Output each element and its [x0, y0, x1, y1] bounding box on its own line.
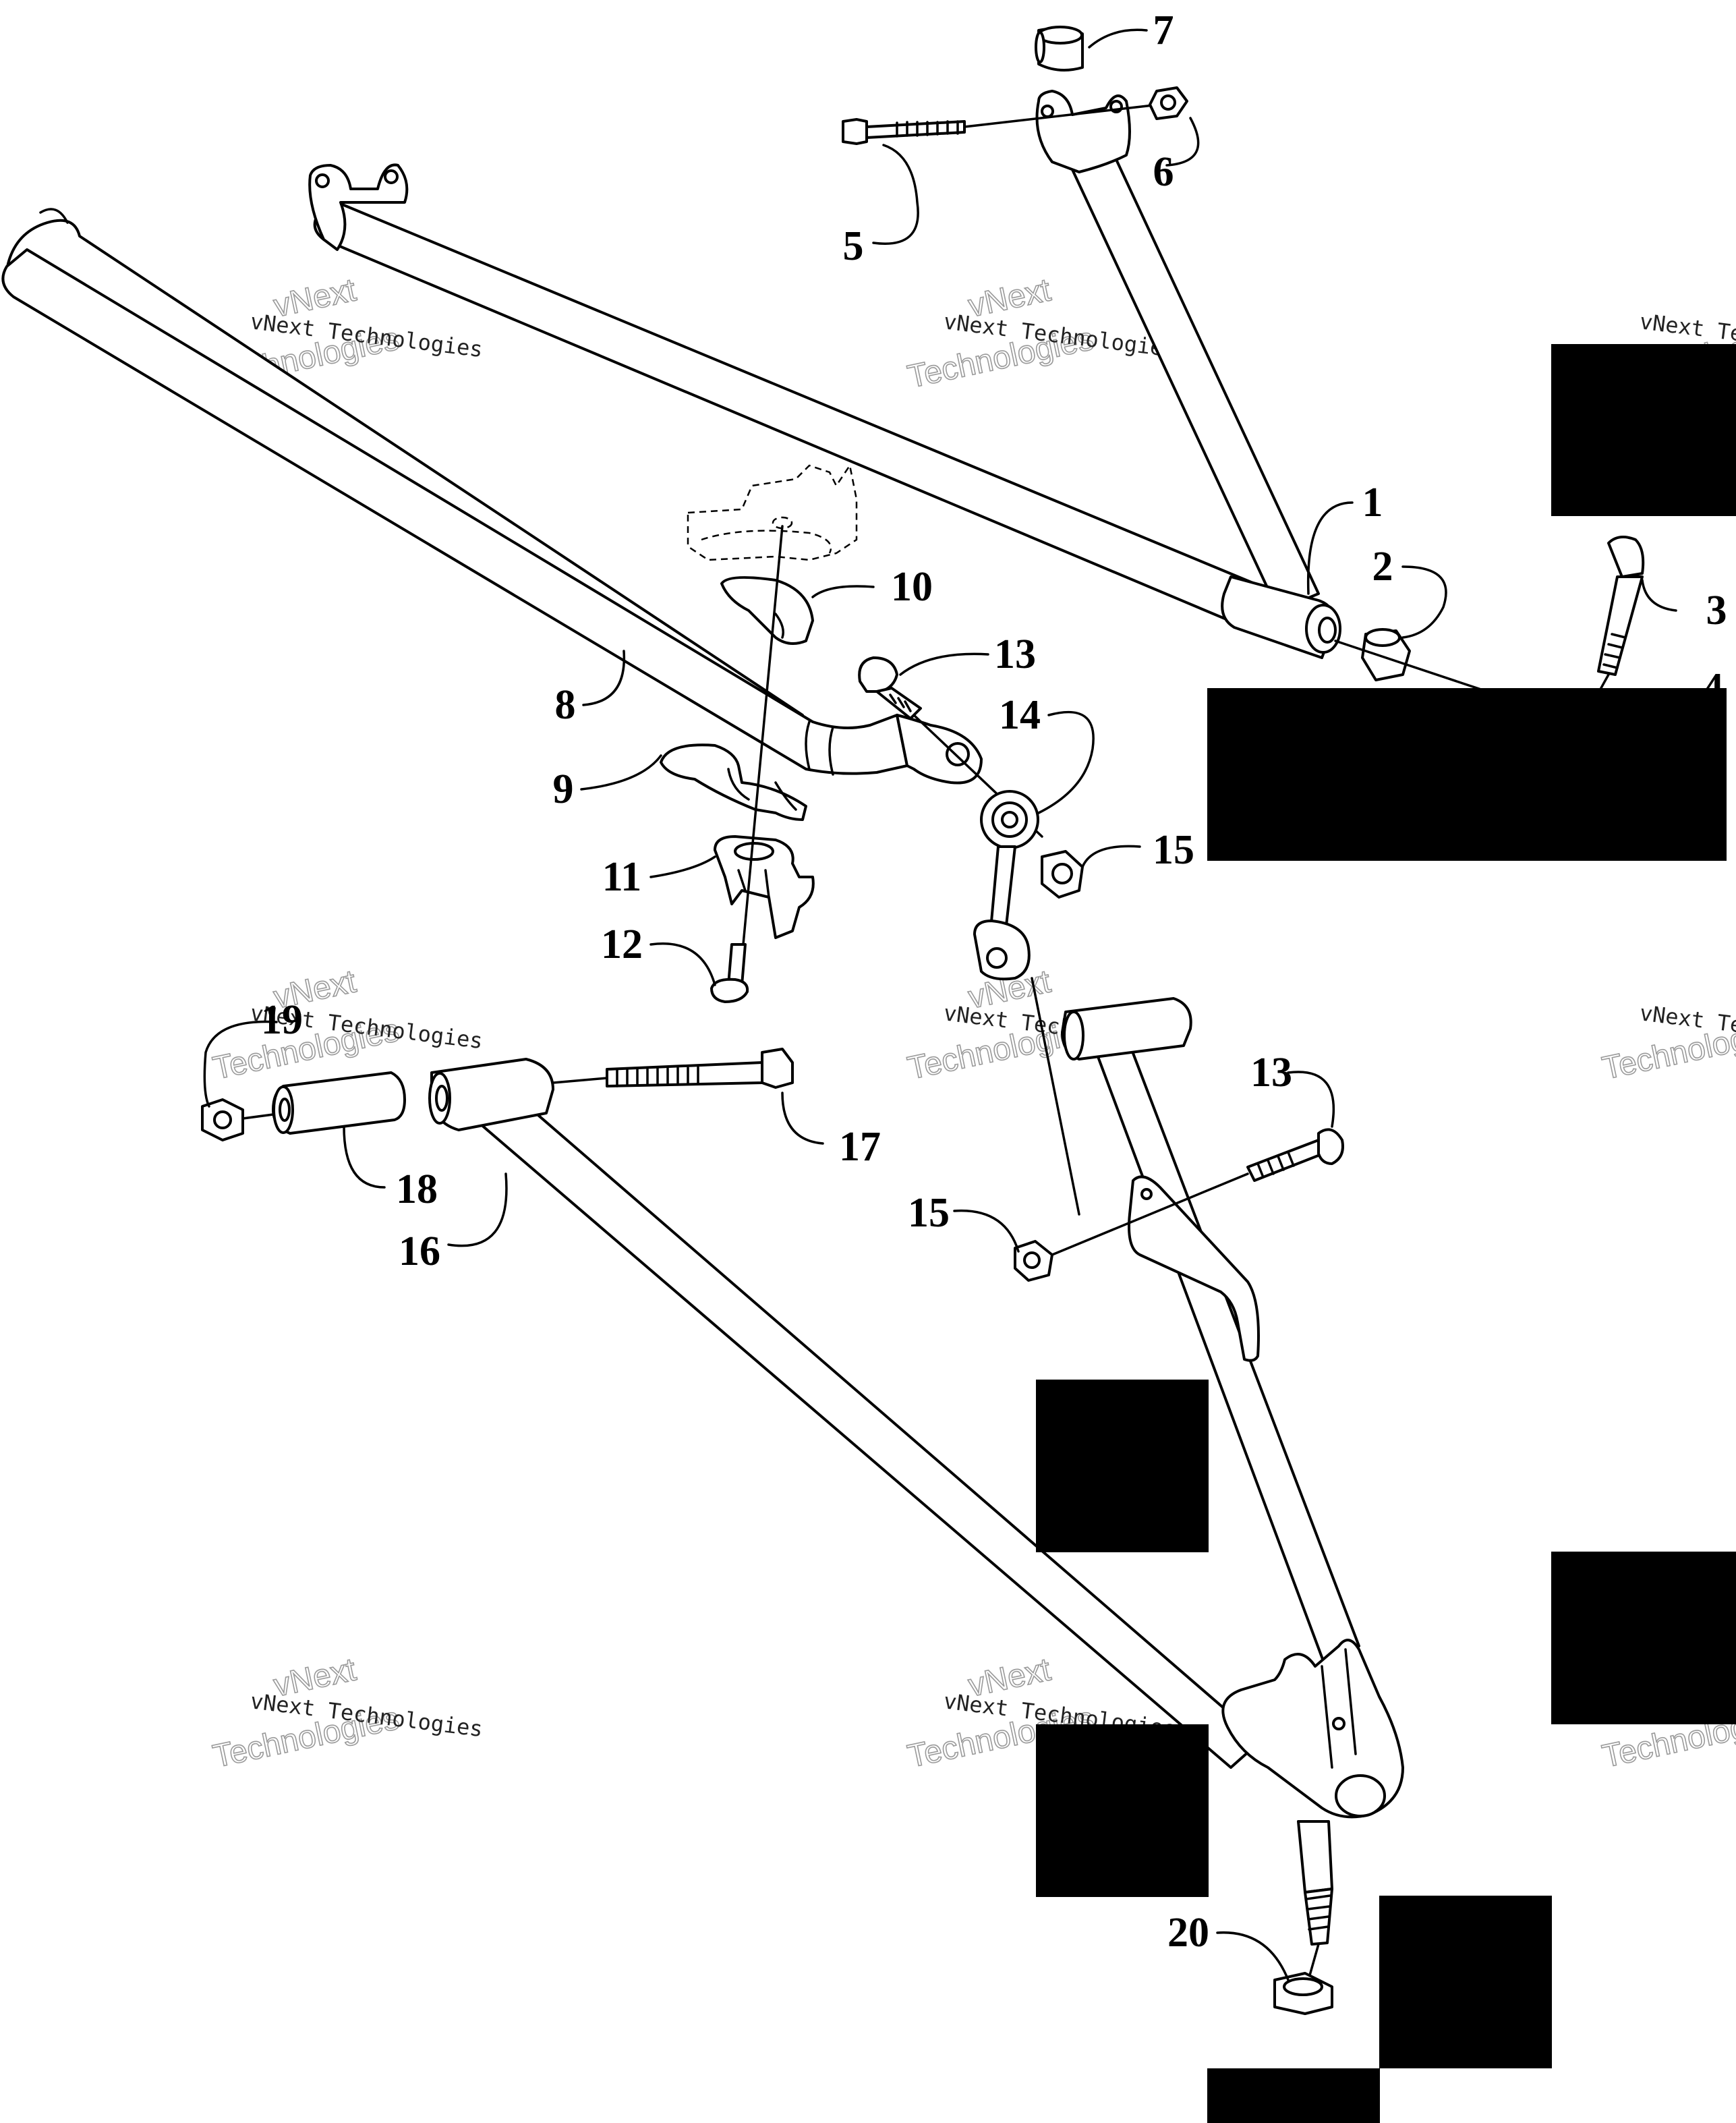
stabilizer-link-part-14	[973, 790, 1039, 981]
redaction-block	[1036, 1380, 1209, 1552]
callout-15-upper: 15	[1153, 827, 1194, 873]
callout-17: 17	[839, 1124, 881, 1170]
stabilizer-bar-part-8	[1, 208, 983, 785]
callout-13-lower: 13	[1250, 1050, 1292, 1096]
callout-15-lower: 15	[908, 1190, 950, 1236]
bolt-part-5	[842, 104, 1155, 145]
callout-12: 12	[601, 922, 643, 967]
redaction-block	[1379, 1896, 1552, 2068]
redaction-block	[1036, 1724, 1209, 1897]
callout-9: 9	[553, 766, 574, 812]
callout-11: 11	[602, 854, 642, 900]
castle-nut-part-2	[1334, 628, 1499, 696]
watermark: Technologies vNext vNext Technologies	[209, 272, 484, 396]
pinch-bolt-part-3	[1590, 536, 1645, 706]
callout-18: 18	[396, 1166, 438, 1212]
callout-10: 10	[891, 564, 933, 610]
callout-1: 1	[1362, 480, 1383, 526]
upper-a-arm-part-1	[308, 90, 1341, 659]
callout-7: 7	[1153, 7, 1174, 53]
watermark: Technologies vNext vNext Technologies	[209, 1651, 484, 1776]
callout-3: 3	[1706, 588, 1727, 633]
bushing-part-10	[720, 576, 814, 645]
link-connection-line	[1031, 977, 1080, 1216]
watermark: Technologies vNext Technologies	[1598, 1000, 1736, 1087]
bolt-part-13-lower	[1051, 1128, 1344, 1256]
bushing-sleeve-part-18	[272, 1071, 406, 1135]
redaction-block	[1207, 688, 1727, 861]
callout-14: 14	[999, 692, 1041, 738]
frame-bracket-reference	[687, 463, 858, 561]
bushing-clamp-part-9	[660, 743, 807, 821]
leader-lines	[203, 28, 1677, 1981]
clamp-part-11	[714, 835, 815, 939]
redaction-block	[1551, 344, 1736, 516]
bolt-part-13-upper	[858, 656, 1043, 838]
callout-13-upper: 13	[994, 631, 1036, 677]
bolt-part-17	[552, 1048, 794, 1089]
lower-a-arm-part-16	[428, 997, 1404, 1981]
callout-2: 2	[1372, 544, 1393, 590]
redaction-blocks	[1036, 344, 1736, 2123]
callout-5: 5	[843, 223, 864, 269]
bushing-part-7	[1035, 26, 1084, 72]
nut-part-20	[1273, 1972, 1333, 2015]
redaction-block	[1207, 2068, 1380, 2123]
callout-20: 20	[1167, 1910, 1209, 1956]
callout-6: 6	[1153, 149, 1174, 195]
watermark: Technologies vNext vNext Technologies	[904, 272, 1177, 396]
screw-part-12	[710, 525, 784, 1003]
callout-16: 16	[399, 1228, 440, 1274]
nut-part-6	[1149, 86, 1188, 120]
nut-part-15-lower	[1014, 1240, 1053, 1282]
redaction-block	[1551, 1552, 1736, 1724]
callout-8: 8	[555, 682, 576, 728]
watermark: Technologies vNext vNext Technologies	[209, 963, 484, 1087]
callout-19: 19	[261, 997, 303, 1043]
nut-part-19	[201, 1098, 274, 1141]
nut-part-15-upper	[1041, 850, 1084, 899]
